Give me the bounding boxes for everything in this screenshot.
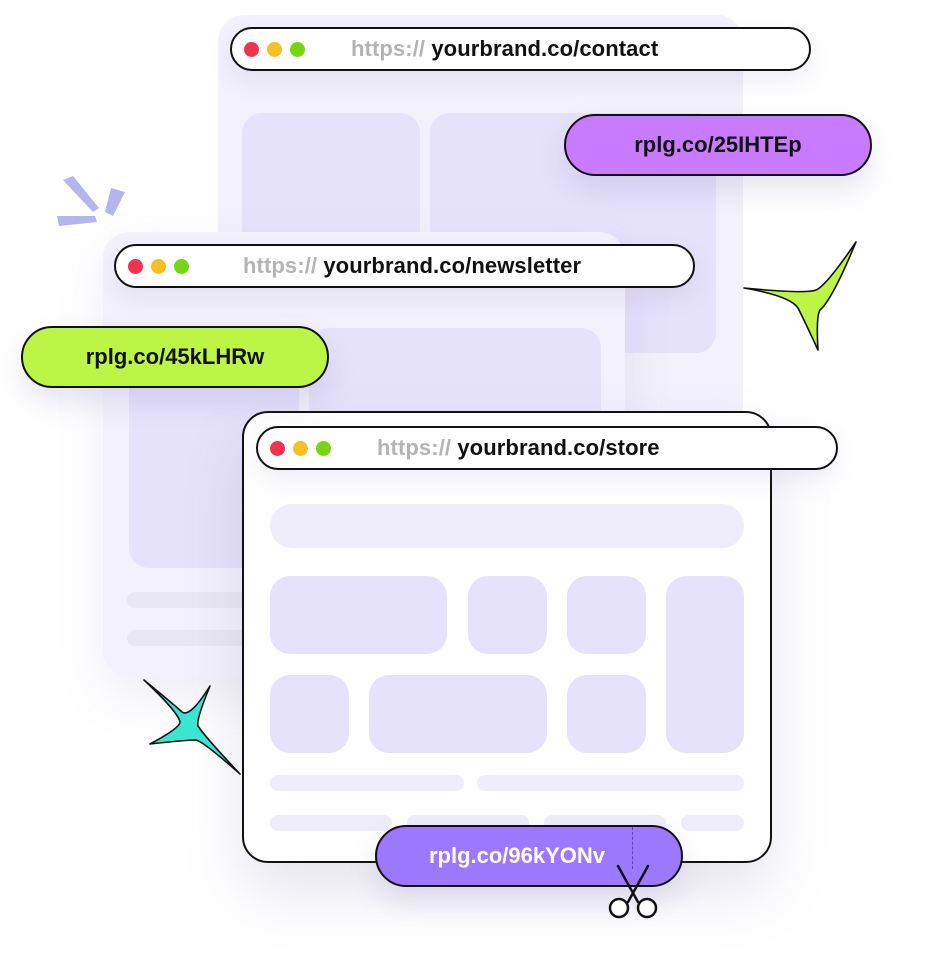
url-host: yourbrand.co/store (457, 435, 660, 460)
cut-line (632, 827, 633, 869)
short-link-contact[interactable]: rplg.co/25IHTEp (564, 114, 872, 176)
minimize-dot-icon (151, 258, 166, 274)
short-link-newsletter[interactable]: rplg.co/45kLHRw (21, 326, 329, 388)
browser-window-store (242, 411, 772, 863)
skeleton-block (270, 675, 349, 753)
skeleton-line (477, 775, 744, 791)
url-scheme: https:// (377, 435, 452, 460)
url-bar-newsletter[interactable]: https:// yourbrand.co/newsletter (114, 244, 695, 288)
maximize-dot-icon (290, 41, 305, 57)
skeleton-block (567, 576, 646, 654)
url-host: yourbrand.co/newsletter (323, 253, 582, 278)
skeleton-block (369, 675, 547, 753)
minimize-dot-icon (267, 41, 282, 57)
close-dot-icon (244, 41, 259, 57)
minimize-dot-icon (293, 440, 308, 456)
skeleton-block (666, 576, 744, 753)
url-scheme: https:// (351, 36, 426, 61)
skeleton-line (270, 815, 392, 831)
url-bar-store[interactable]: https:// yourbrand.co/store (256, 426, 838, 470)
sparkle-icon (743, 241, 857, 351)
burst-icon (57, 176, 125, 226)
url-text: https:// yourbrand.co/store (377, 435, 660, 461)
skeleton-block (270, 576, 447, 654)
url-text: https:// yourbrand.co/contact (351, 36, 658, 62)
traffic-lights (244, 41, 305, 57)
close-dot-icon (128, 258, 143, 274)
sparkle-icon (143, 679, 241, 775)
maximize-dot-icon (316, 440, 331, 456)
url-text: https:// yourbrand.co/newsletter (243, 253, 581, 279)
traffic-lights (128, 258, 189, 274)
skeleton-line (270, 775, 464, 791)
scissors-icon (608, 864, 658, 919)
traffic-lights (270, 440, 331, 456)
maximize-dot-icon (174, 258, 189, 274)
close-dot-icon (270, 440, 285, 456)
url-host: yourbrand.co/contact (431, 36, 659, 61)
skeleton-block (567, 675, 646, 753)
skeleton-line (681, 815, 744, 831)
url-scheme: https:// (243, 253, 318, 278)
url-bar-contact[interactable]: https:// yourbrand.co/contact (230, 27, 811, 71)
skeleton-block (468, 576, 547, 654)
short-link-store[interactable]: rplg.co/96kYONv (375, 825, 683, 887)
skeleton-search-bar (270, 504, 744, 548)
